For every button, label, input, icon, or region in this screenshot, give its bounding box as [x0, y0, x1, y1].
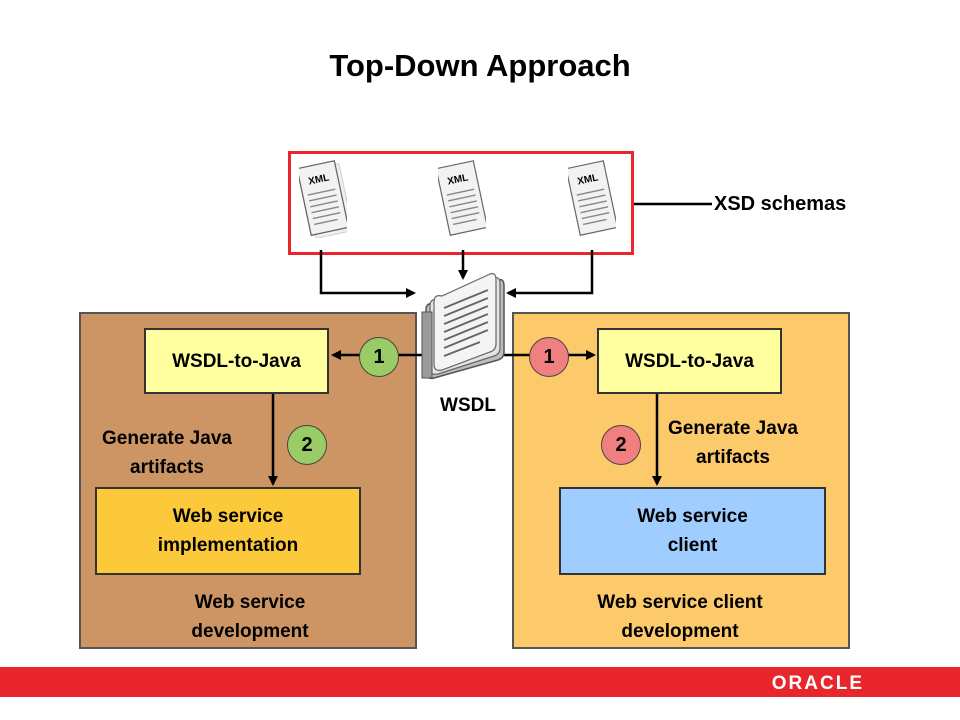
right-wsdl-to-java-box: WSDL-to-Java — [597, 328, 782, 394]
svg-text:XML: XML — [446, 172, 469, 187]
web-service-implementation-label: Web service implementation — [157, 506, 299, 556]
web-service-client-box: Web service client — [559, 487, 826, 575]
web-service-implementation-box: Web service implementation — [95, 487, 361, 575]
svg-text:XML: XML — [576, 172, 599, 187]
left-wsdl-to-java-box: WSDL-to-Java — [144, 328, 329, 394]
wsdl-label: WSDL — [440, 395, 496, 416]
left-wsdl-to-java-label: WSDL-to-Java — [172, 350, 301, 372]
right-wsdl-to-java-label: WSDL-to-Java — [625, 350, 754, 372]
xml-document-icon: XML — [438, 160, 486, 236]
left-generate-java-artifacts-label: Generate Java artifacts — [102, 428, 232, 478]
page-title: Top-Down Approach — [329, 48, 631, 83]
web-service-client-label: Web service client — [637, 506, 748, 556]
xml-document-icon: XML — [568, 160, 616, 236]
web-service-client-development-label: Web service client development — [597, 592, 763, 642]
right-step-2-badge: 2 — [601, 425, 641, 465]
svg-text:XML: XML — [307, 172, 330, 187]
oracle-logo: ORACLE — [771, 673, 864, 694]
wsdl-document-icon — [421, 273, 505, 380]
xml-to-wsdl-arrow — [506, 250, 594, 298]
footer-bar — [0, 667, 960, 697]
xsd-schemas-label: XSD schemas — [714, 193, 847, 215]
xml-document-icon: XML — [299, 160, 347, 238]
xml-to-wsdl-arrow — [319, 250, 416, 298]
left-step-1-badge: 1 — [359, 337, 399, 377]
web-service-development-label: Web service development — [191, 592, 309, 642]
right-generate-java-artifacts-label: Generate Java artifacts — [668, 418, 798, 468]
left-step-2-badge: 2 — [287, 425, 327, 465]
right-step-1-badge: 1 — [529, 337, 569, 377]
